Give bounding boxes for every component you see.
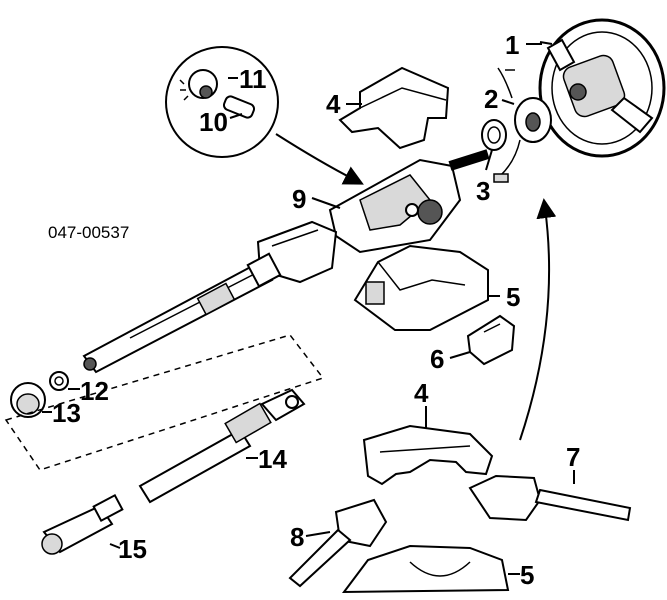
clock-spring [493,67,552,183]
callout-11: 11 [239,64,267,94]
callout-4-bottom: 4 [414,378,429,408]
callout-10: 10 [199,107,228,137]
lower-shroud-top [353,244,489,331]
contact-ring [481,119,507,151]
intermediate-shaft [138,388,306,504]
lock-cylinder-inset [165,46,279,158]
callout-15: 15 [118,534,147,564]
callout-9: 9 [292,184,306,214]
callout-2: 2 [484,84,498,114]
callout-5-bottom: 5 [520,560,534,590]
steering-wheel [538,18,666,158]
washer [49,371,69,391]
bearing [10,382,46,418]
lower-shroud-bottom [341,544,510,594]
callout-8: 8 [290,522,304,552]
leader-lines [42,43,575,575]
left-switch-stalk [288,498,388,588]
upper-shroud-top [338,66,450,150]
part-code-label: 047-00537 [48,223,129,242]
column-shaft [82,252,282,374]
callout-6: 6 [430,344,444,374]
callout-14: 14 [258,444,287,474]
callout-3: 3 [476,176,490,206]
callout-5-top: 5 [506,282,520,312]
upper-shroud-bottom [362,424,494,486]
callout-labels: 1 2 3 4 5 6 7 8 9 10 11 12 13 14 15 4 5 [52,30,580,590]
inset-arrow [275,133,364,185]
callout-13: 13 [52,398,81,428]
callout-4-top: 4 [326,89,341,119]
callout-12: 12 [80,376,109,406]
right-switch-stalk [468,474,632,522]
bracket [466,314,516,366]
steering-column-housing [256,149,490,284]
lower-universal-joint [41,493,124,555]
callout-7: 7 [566,442,580,472]
assembly-arrow [519,198,557,441]
callout-1: 1 [505,30,519,60]
